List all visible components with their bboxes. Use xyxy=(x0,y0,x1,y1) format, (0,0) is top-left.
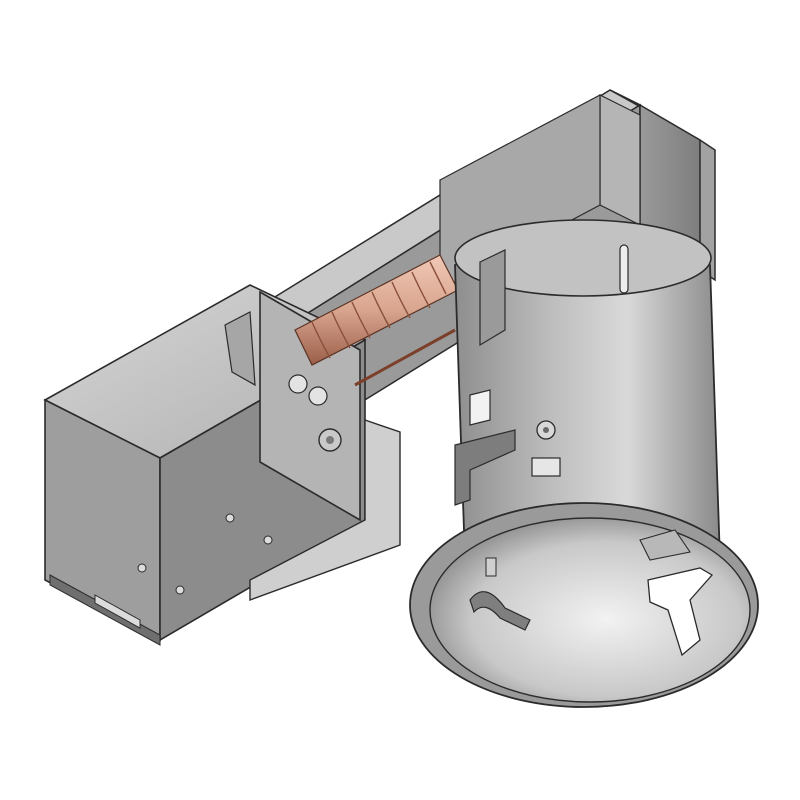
trim-aperture xyxy=(409,502,759,708)
flexible-conduit xyxy=(294,254,459,387)
junction-box xyxy=(43,284,401,646)
